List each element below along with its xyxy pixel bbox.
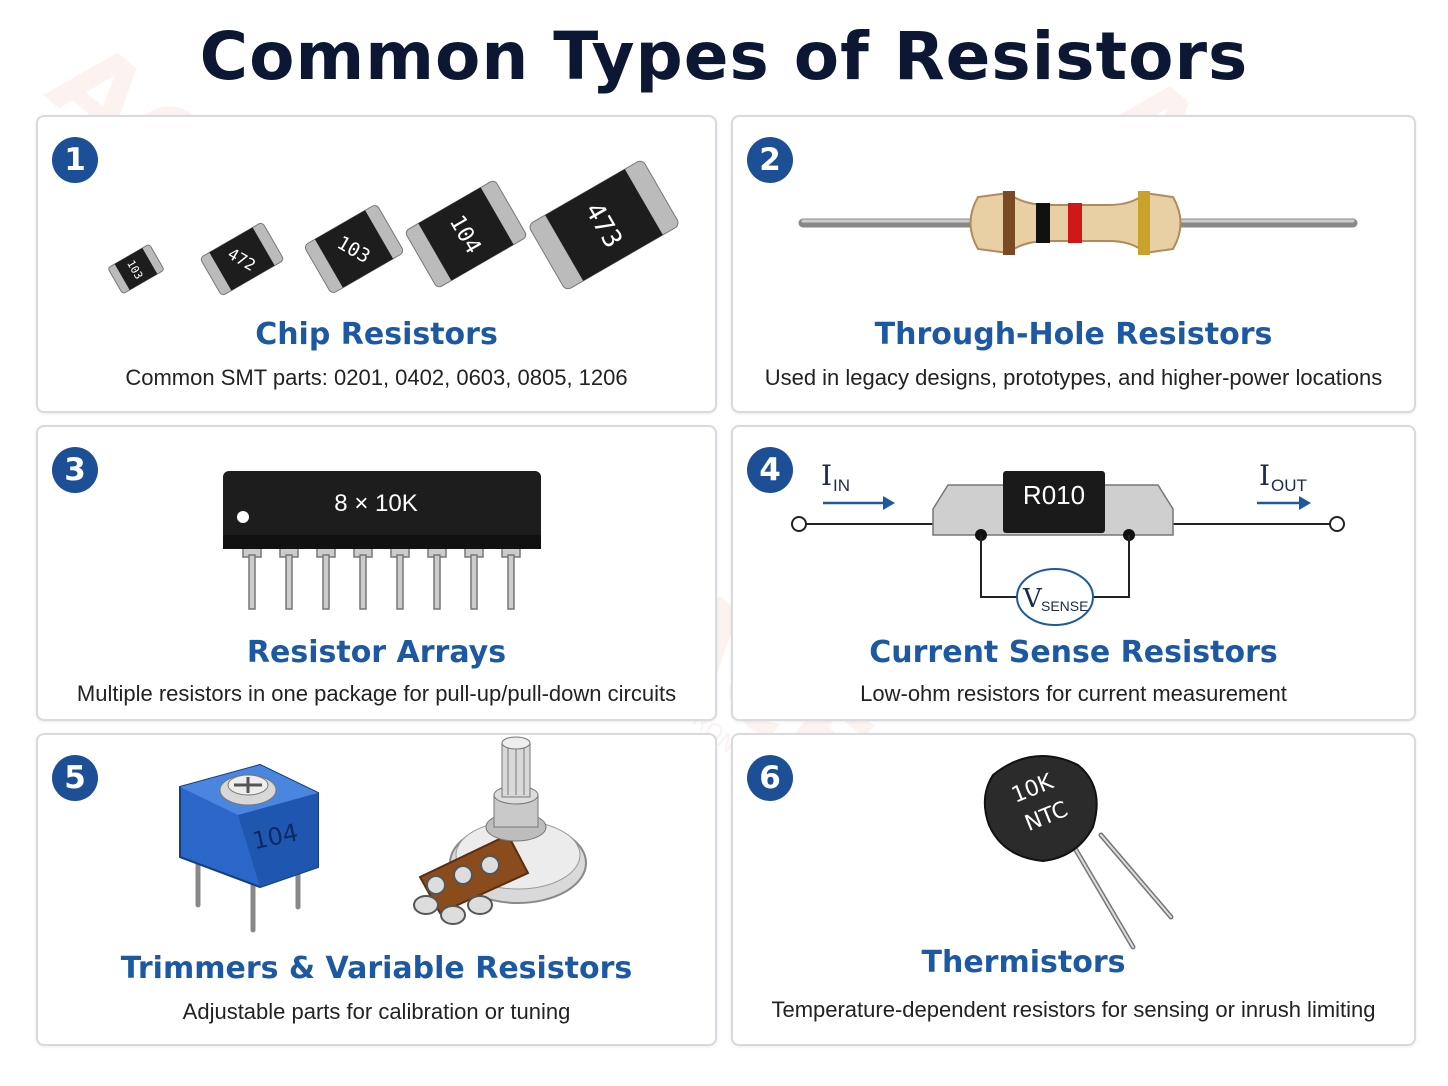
card-description: Multiple resistors in one package for pu… <box>76 681 677 706</box>
svg-text:8 × 10K: 8 × 10K <box>334 490 417 517</box>
card-heading: Resistor Arrays <box>246 635 507 670</box>
number-badge: 5 <box>52 755 98 801</box>
svg-text:IN: IN <box>833 476 850 495</box>
svg-text:V: V <box>1022 584 1043 614</box>
chip-resistors-illustration: 103 472 103 104 473 <box>108 160 679 296</box>
card-description: Used in legacy designs, prototypes, and … <box>764 365 1383 390</box>
card-heading: Chip Resistors <box>255 317 498 352</box>
number-badge: 1 <box>52 137 98 183</box>
thermistor-illustration: 10K NTC <box>983 755 1174 950</box>
through-hole-resistor-illustration <box>798 191 1358 255</box>
svg-text:I: I <box>821 459 832 492</box>
svg-text:OUT: OUT <box>1271 476 1307 495</box>
card-description: Low-ohm resistors for current measuremen… <box>860 681 1287 706</box>
chip-resistor-0805: 104 <box>405 180 527 288</box>
current-sense-circuit-illustration: R010 V SENSE I IN I OUT <box>791 459 1345 626</box>
number-badge: 4 <box>747 447 793 493</box>
chip-resistor-0201: 103 <box>108 244 164 294</box>
chip-resistor-0603: 103 <box>304 205 404 293</box>
card-current-sense-resistors: 4 R010 V SENSE I IN I OUT Current Sense … <box>731 425 1416 721</box>
card-heading: Current Sense Resistors <box>869 635 1278 670</box>
chip-resistor-1206: 473 <box>529 160 679 290</box>
card-trimmers-variable-resistors: 5 104 Trimmers & Variable <box>36 733 717 1046</box>
svg-text:I: I <box>1259 459 1270 492</box>
card-heading: Through-Hole Resistors <box>874 317 1273 352</box>
card-heading: Trimmers & Variable Resistors <box>120 951 633 986</box>
resistor-array-illustration: 8 × 10K <box>223 471 541 610</box>
page-title: Common Types of Resistors <box>199 18 1249 95</box>
card-through-hole-resistors: 2 Through-Hole Resistors Used in legacy … <box>731 115 1416 413</box>
number-badge: 2 <box>747 137 793 183</box>
number-badge: 3 <box>52 447 98 493</box>
svg-text:R010: R010 <box>1023 480 1085 510</box>
chip-resistor-0402: 472 <box>200 222 284 296</box>
number-badge: 6 <box>747 755 793 801</box>
trimmer-potentiometer-illustration: 104 <box>179 736 587 933</box>
card-thermistors: 6 10K NTC Thermistors Temperature-depend… <box>731 733 1416 1046</box>
card-description: Temperature-dependent resistors for sens… <box>771 997 1376 1022</box>
card-description: Common SMT parts: 0201, 0402, 0603, 0805… <box>125 365 628 390</box>
card-heading: Thermistors <box>921 945 1126 980</box>
card-resistor-arrays: 3 8 × 10K Resistor Arrays Multiple resis… <box>36 425 717 721</box>
card-chip-resistors: 1 103 472 103 104 473 <box>36 115 717 413</box>
card-description: Adjustable parts for calibration or tuni… <box>182 999 571 1024</box>
svg-text:SENSE: SENSE <box>1041 598 1088 614</box>
